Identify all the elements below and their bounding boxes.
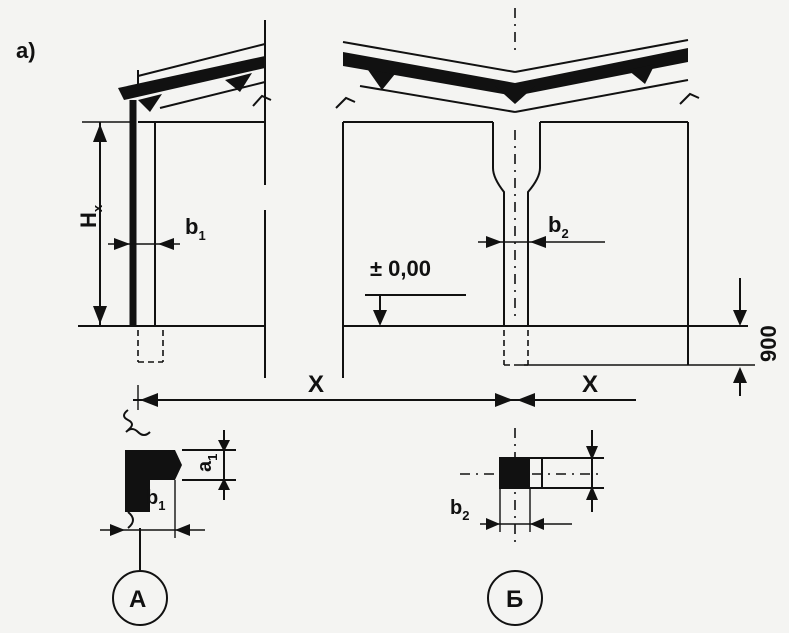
node-a-label: А xyxy=(129,586,146,613)
depth-label: 900 xyxy=(756,325,781,362)
height-symbol: H xyxy=(76,212,101,228)
detail-b2-symbol: b xyxy=(450,497,462,519)
left-frame xyxy=(78,20,266,378)
b2-label: b2 xyxy=(548,212,569,241)
height-label: Hх xyxy=(76,204,105,228)
detail-b xyxy=(460,428,604,626)
detail-a xyxy=(100,409,236,626)
center-column xyxy=(342,121,748,378)
a1-label: а1 xyxy=(194,454,220,472)
detail-b1-label: b1 xyxy=(146,487,165,513)
detail-b1-symbol: b xyxy=(146,487,158,509)
b1-dimension xyxy=(108,238,180,250)
a1-subscript: 1 xyxy=(205,454,220,461)
height-dimension xyxy=(82,121,130,326)
b1-symbol: b xyxy=(185,214,198,239)
x-right-label: Х xyxy=(582,371,598,398)
detail-b2-subscript: 2 xyxy=(462,508,469,523)
svg-text:900: 900 xyxy=(756,325,781,362)
left-roof xyxy=(118,43,272,112)
panel-label: а) xyxy=(16,38,36,63)
b2-symbol: b xyxy=(548,212,561,237)
right-roof xyxy=(335,39,700,113)
level-mark xyxy=(365,294,466,326)
svg-text:Hх: Hх xyxy=(76,204,105,228)
node-b-label: Б xyxy=(506,586,523,613)
detail-b1-subscript: 1 xyxy=(158,498,165,513)
x-dimension xyxy=(133,385,636,410)
b1-label: b1 xyxy=(185,214,206,243)
b2-subscript: 2 xyxy=(561,226,568,241)
height-subscript: х xyxy=(90,204,105,212)
a1-symbol: а xyxy=(194,460,216,472)
x-left-label: Х xyxy=(308,371,324,398)
depth-dimension xyxy=(520,278,755,396)
detail-b2-label: b2 xyxy=(450,497,469,523)
level-text: ± 0,00 xyxy=(370,256,431,281)
b2-dimension xyxy=(478,236,605,248)
b1-subscript: 1 xyxy=(198,228,205,243)
